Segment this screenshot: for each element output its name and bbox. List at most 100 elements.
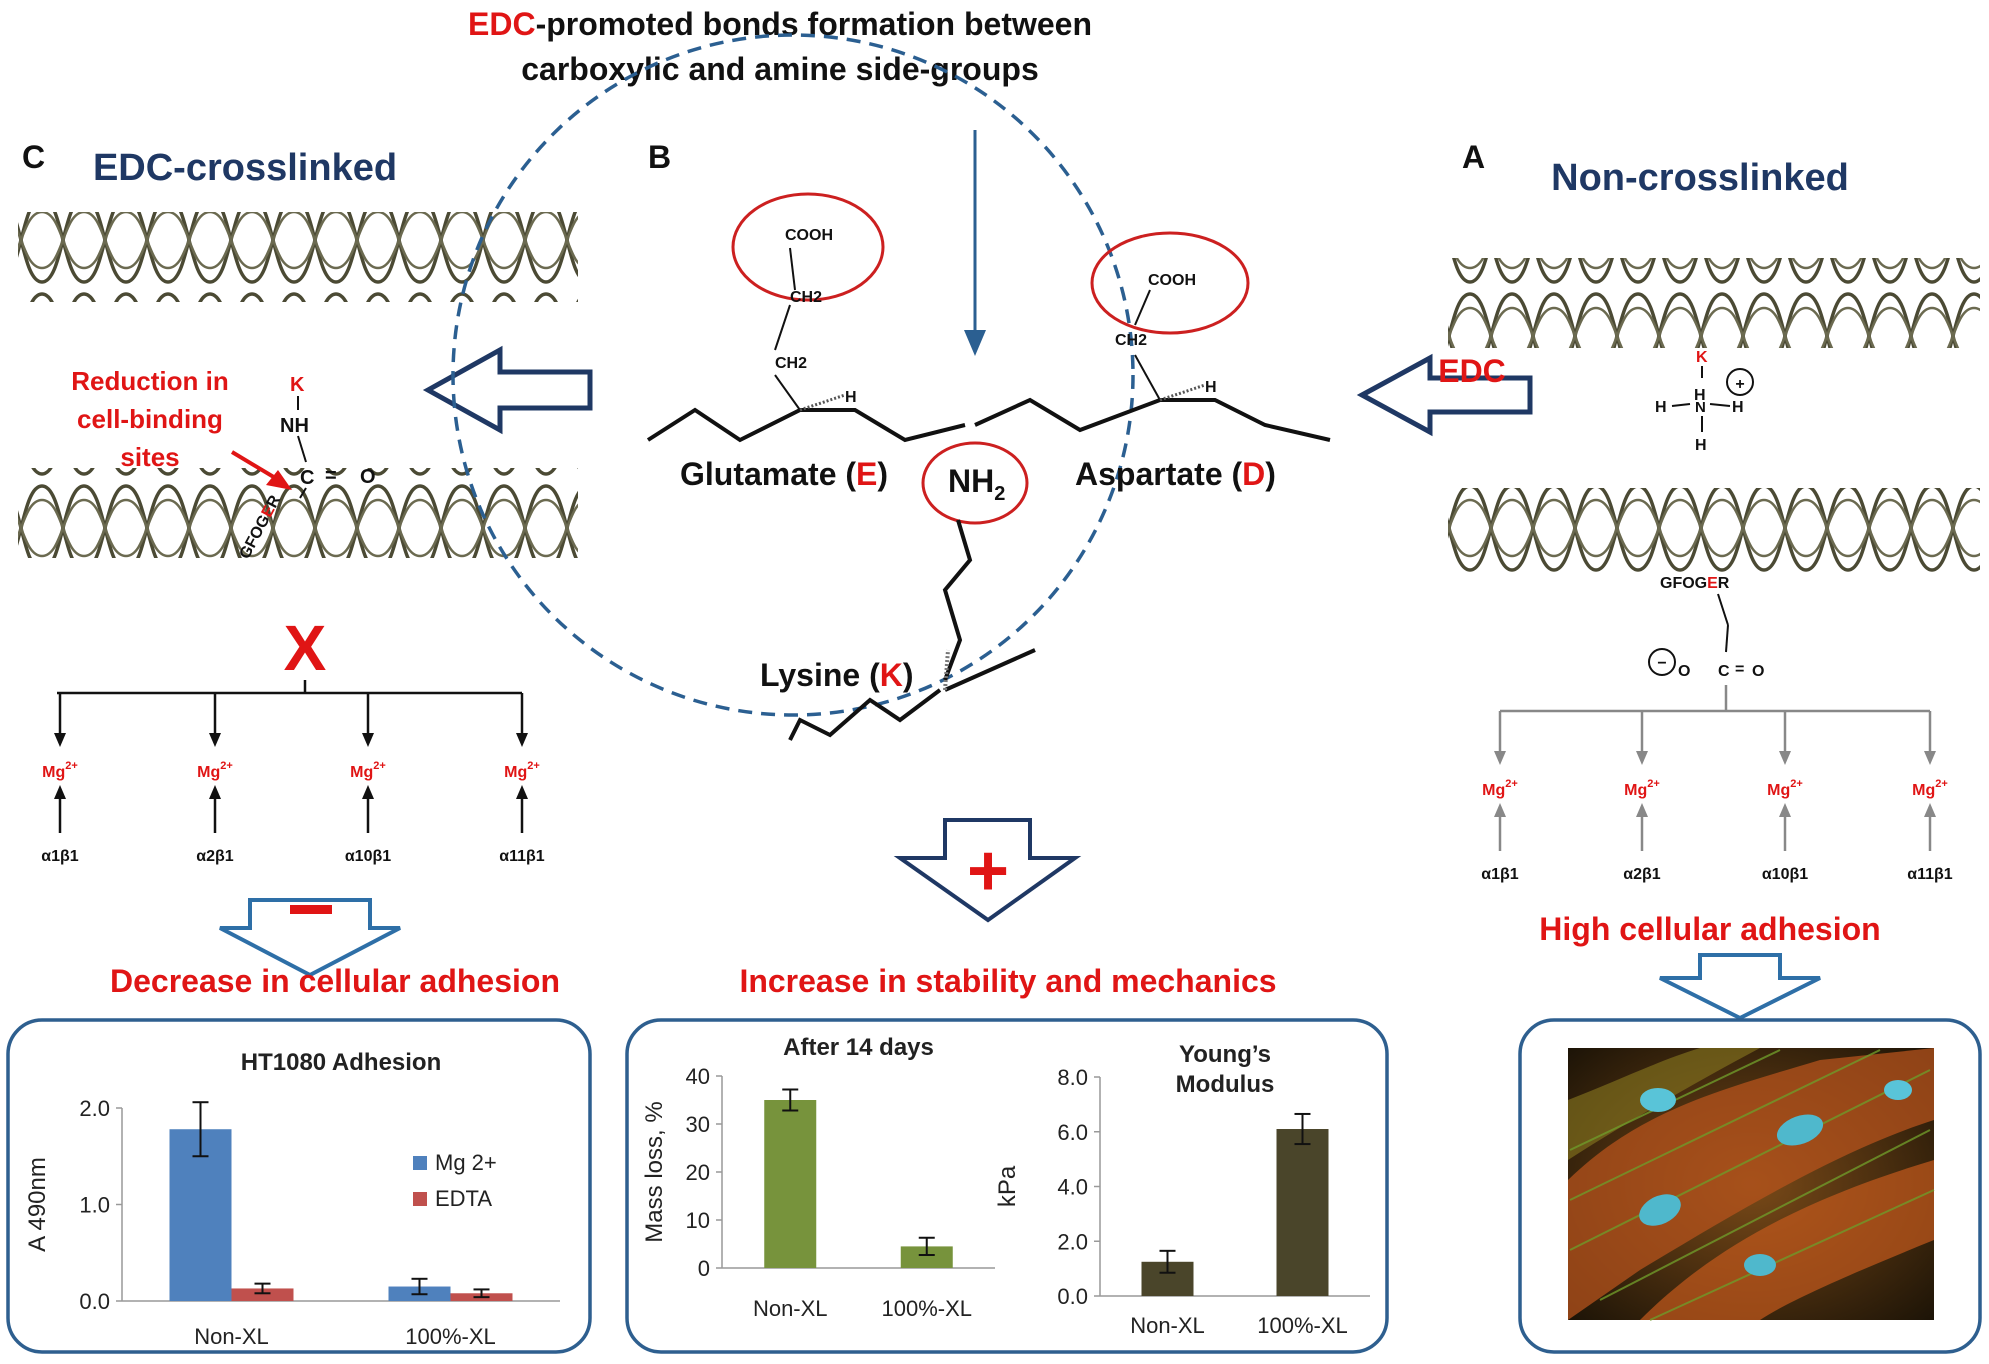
legend-swatch xyxy=(413,1156,427,1170)
y-tick-label: 4.0 xyxy=(1057,1175,1088,1200)
svg-text:K: K xyxy=(1696,349,1708,366)
arrow-b-to-c xyxy=(422,345,593,435)
chart-title-line: Modulus xyxy=(1176,1071,1275,1098)
glutamate-carboxyl-highlight xyxy=(731,192,885,302)
svg-text:H: H xyxy=(1655,399,1667,416)
a-mg-ion-0: Mg2+ xyxy=(1482,778,1518,799)
aspartate-h: H xyxy=(1205,379,1217,396)
minus-sign xyxy=(290,905,332,914)
svg-text:H: H xyxy=(1694,387,1706,404)
aspartate-cooh: COOH xyxy=(1148,272,1196,289)
aspartate-molecule: COOH CH2 H Aspartate (D) xyxy=(974,231,1331,492)
block-cross: X xyxy=(284,612,327,684)
panel-b-outcome: Increase in stability and mechanics xyxy=(739,963,1276,999)
c-mg-ion-2: Mg2+ xyxy=(350,760,386,781)
x-category-label: 100%-XL xyxy=(881,1296,972,1321)
bar xyxy=(900,1246,953,1268)
bar xyxy=(764,1100,817,1268)
y-tick-label: 8.0 xyxy=(1057,1065,1088,1090)
y-tick-label: 1.0 xyxy=(79,1193,110,1218)
y-axis-label: Mass loss, % xyxy=(641,1101,668,1242)
y-tick-label: 10 xyxy=(686,1208,710,1233)
lysine-label: Lysine (K) xyxy=(760,657,914,693)
glutamate-ch2-mid: CH2 xyxy=(775,355,807,372)
y-axis-label: kPa xyxy=(994,1165,1021,1207)
reaction-circle xyxy=(451,33,1135,717)
aspartate-carboxyl-highlight xyxy=(1090,231,1250,335)
y-tick-label: 20 xyxy=(686,1160,710,1185)
y-tick-label: 2.0 xyxy=(79,1096,110,1121)
panel-b-letter: B xyxy=(648,139,671,175)
svg-text:=: = xyxy=(1735,661,1744,678)
arrow-down-a xyxy=(1659,953,1821,1021)
arrow-down-b xyxy=(893,818,1082,923)
y-tick-label: 0.0 xyxy=(79,1289,110,1314)
bar xyxy=(1276,1129,1329,1296)
reduction-line1: Reduction in xyxy=(71,366,228,396)
a-integrin-1: α2β1 xyxy=(1623,866,1661,883)
a-integrin-3: α11β1 xyxy=(1907,866,1953,883)
collagen-helix-c-top xyxy=(18,212,578,302)
lysine-nh2: NH2 xyxy=(948,463,1005,505)
y-axis-label: A 490nm xyxy=(24,1157,51,1252)
chart-box-mechanics xyxy=(625,1018,1389,1354)
a-mg-ion-1: Mg2+ xyxy=(1624,778,1660,799)
plus-sign: + xyxy=(967,831,1009,911)
svg-text:C: C xyxy=(1718,663,1730,680)
edc-label: EDC xyxy=(1438,353,1506,389)
y-tick-label: 0 xyxy=(698,1256,710,1281)
chart-title: After 14 days xyxy=(783,1034,934,1061)
glutamate-molecule: COOH CH2 CH2 H Glutamate (E) xyxy=(646,192,966,492)
x-category-label: 100%-XL xyxy=(405,1324,496,1349)
x-category-label: Non-XL xyxy=(1130,1313,1205,1338)
panel-c-outcome: Decrease in cellular adhesion xyxy=(110,963,560,999)
arrow-a-to-b xyxy=(1356,353,1533,437)
c-mg-ion-3: Mg2+ xyxy=(504,760,540,781)
panel-a-letter: A xyxy=(1462,139,1485,175)
carbon-label: C xyxy=(300,467,314,489)
chart-title: HT1080 Adhesion xyxy=(241,1049,442,1076)
legend-swatch xyxy=(413,1192,427,1206)
a-mg-ion-2: Mg2+ xyxy=(1767,778,1803,799)
a-integrin-0: α1β1 xyxy=(1481,866,1519,883)
y-tick-label: 30 xyxy=(686,1112,710,1137)
panel-c-title: EDC-crosslinked xyxy=(93,147,397,189)
gfoger-motif-a: GFOGER xyxy=(1660,575,1730,592)
lysine-amine-highlight xyxy=(921,441,1029,525)
glutamate-h: H xyxy=(845,389,857,406)
c-mg-ion-0: Mg2+ xyxy=(42,760,78,781)
collagen-helix-a-top xyxy=(1448,258,1980,348)
lysine-molecule: NH2 Lysine (K) xyxy=(760,441,1036,741)
y-tick-label: 2.0 xyxy=(1057,1229,1088,1254)
collagen-helix-c-bottom xyxy=(18,468,578,558)
collagen-helix-a-bottom xyxy=(1448,488,1980,578)
carboxylate-group: GFOGER − O C = O xyxy=(1648,575,1764,680)
svg-text:O: O xyxy=(1678,663,1690,680)
c-integrin-0: α1β1 xyxy=(41,848,79,865)
panel-a-outcome: High cellular adhesion xyxy=(1539,911,1880,947)
nh-label: NH xyxy=(280,415,309,437)
a-mg-ion-3: Mg2+ xyxy=(1912,778,1948,799)
double-bond-label: = xyxy=(325,465,337,487)
arrow-down-c xyxy=(219,898,401,978)
c-integrin-3: α11β1 xyxy=(499,848,545,865)
svg-text:O: O xyxy=(1752,663,1764,680)
lysine-k-label: K xyxy=(290,374,305,396)
caption-line2: carboxylic and amine side-groups xyxy=(521,51,1038,87)
panel-a-title: Non-crosslinked xyxy=(1551,157,1849,199)
svg-text:H: H xyxy=(1732,399,1744,416)
glutamate-cooh: COOH xyxy=(785,227,833,244)
aspartate-ch2: CH2 xyxy=(1115,332,1147,349)
reduction-line3: sites xyxy=(120,442,179,472)
chart-box-adhesion xyxy=(6,1018,592,1354)
legend-label: EDTA xyxy=(435,1186,492,1211)
x-category-label: Non-XL xyxy=(194,1324,269,1349)
c-mg-ion-1: Mg2+ xyxy=(197,760,233,781)
c-integrin-2: α10β1 xyxy=(345,848,391,865)
